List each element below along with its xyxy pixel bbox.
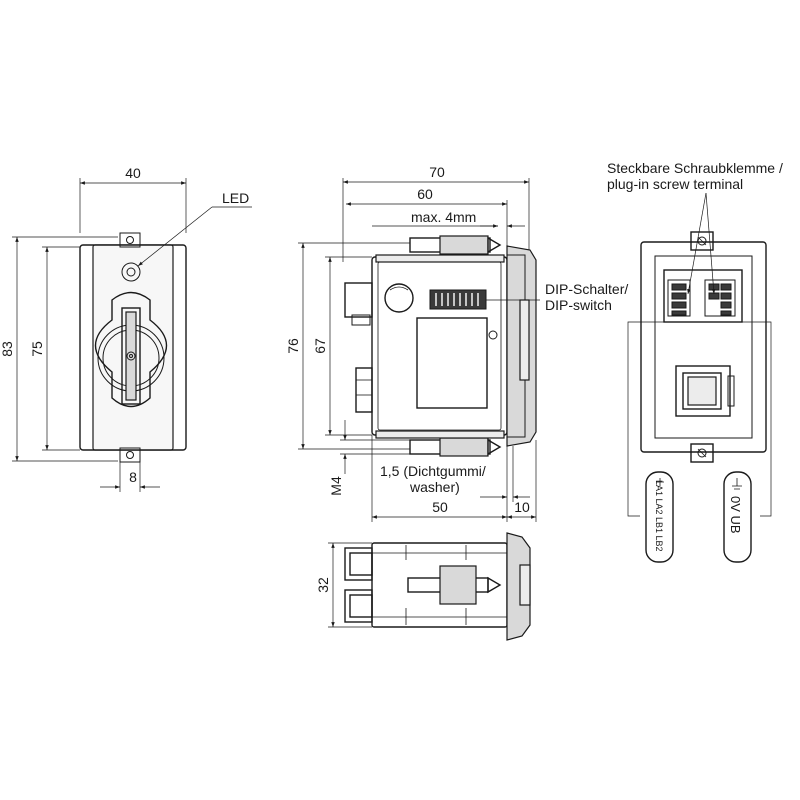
dim-side-depth-body: 50 [432, 499, 448, 515]
washer-label-line1: 1,5 (Dichtgummi/ [380, 463, 486, 479]
dip-label-line1: DIP-Schalter/ [545, 281, 628, 297]
dim-side-total: 70 [429, 164, 445, 180]
rear-view: Steckbare Schraubklemme / plug-in screw … [607, 160, 783, 563]
led-label: LED [222, 190, 249, 206]
terminal-label-line1: Steckbare Schraubklemme / [607, 160, 783, 176]
dim-thread: M4 [328, 476, 344, 496]
dim-top-height: 32 [315, 577, 331, 593]
dim-front-height-outer: 83 [0, 341, 15, 357]
dip-label-line2: DIP-switch [545, 297, 612, 313]
dim-max-screw: max. 4mm [411, 209, 476, 225]
dip-switch [429, 289, 487, 310]
screw-terminal [663, 269, 743, 323]
top-view: 32 [315, 532, 531, 641]
front-view: 40 83 75 8 LED [0, 165, 252, 492]
led-indicator [121, 262, 141, 282]
dim-side-body: 60 [417, 186, 433, 202]
terminal-tag-left-text: LA1 LA2 LB1 LB2 [654, 480, 664, 552]
dim-side-height-outer: 76 [285, 338, 301, 354]
terminal-tag-right: 0V UB [723, 471, 752, 563]
terminal-tag-right-text: 0V UB [728, 496, 743, 534]
side-view: DIP-Schalter/ DIP-switch 70 60 max. 4mm … [285, 164, 628, 522]
key-switch [95, 291, 167, 408]
terminal-tag-left: LA1 LA2 LB1 LB2 [645, 471, 674, 563]
dim-side-depth-flange: 10 [514, 499, 530, 515]
dim-front-width: 40 [125, 165, 141, 181]
washer-label-line2: washer) [409, 479, 460, 495]
dim-side-height-inner: 67 [312, 338, 328, 354]
dim-front-height-inner: 75 [29, 341, 45, 357]
terminal-label-line2: plug-in screw terminal [607, 176, 743, 192]
dim-front-bottom: 8 [129, 469, 137, 485]
